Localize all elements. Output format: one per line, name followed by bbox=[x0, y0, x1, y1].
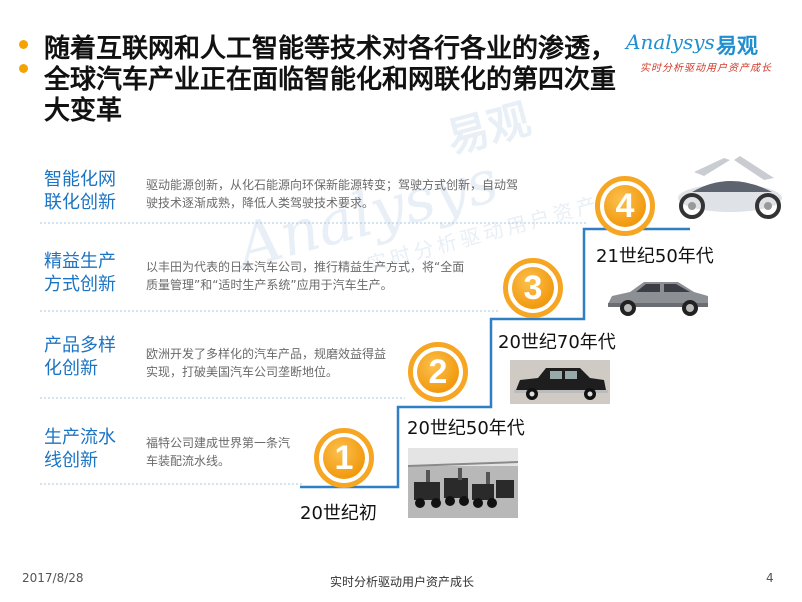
logo-slogan: 实时分析驱动用户资产成长 bbox=[640, 63, 772, 74]
sedan-car-photo bbox=[608, 282, 708, 316]
step-4-circle: 4 bbox=[595, 176, 655, 236]
era-label-3: 20世纪70年代 bbox=[498, 332, 616, 353]
era-label-1: 20世纪初 bbox=[300, 503, 377, 524]
logo-brand: Analysys bbox=[626, 30, 715, 54]
era-label-2: 20世纪50年代 bbox=[407, 418, 525, 439]
title-bullet-icon bbox=[19, 64, 28, 73]
vintage-car-photo bbox=[510, 360, 610, 404]
description-product-diversity: 欧洲开发了多样化的汽车产品，规磨效益得益实现，打破美国汽车公司垄断地位。 bbox=[146, 347, 387, 379]
step-2-number: 2 bbox=[417, 351, 459, 393]
analysys-logo: Analysys 易观 实时分析驱动用户资产成长 bbox=[626, 30, 776, 75]
page-number: 4 bbox=[766, 571, 774, 585]
staircase-line bbox=[300, 227, 690, 489]
title-bullet-icon bbox=[19, 40, 28, 49]
step-1-number: 1 bbox=[323, 437, 365, 479]
logo-brand-cn: 易观 bbox=[716, 34, 758, 58]
step-3-circle: 3 bbox=[503, 258, 563, 318]
era-label-4: 21世纪50年代 bbox=[596, 246, 714, 267]
category-intelligent-connected: 智能化网联化创新 bbox=[44, 169, 116, 213]
footer-slogan: 实时分析驱动用户资产成长 bbox=[330, 575, 475, 589]
slide-title: 随着互联网和人工智能等技术对各行各业的渗透，全球汽车产业正在面临智能化和网联化的… bbox=[44, 34, 617, 126]
concept-car-photo bbox=[678, 156, 782, 219]
step-3-number: 3 bbox=[512, 267, 554, 309]
category-assembly-line: 生产流水线创新 bbox=[44, 427, 116, 471]
category-product-diversity: 产品多样化创新 bbox=[44, 335, 116, 379]
step-1-circle: 1 bbox=[314, 428, 374, 488]
step-4-number: 4 bbox=[604, 185, 646, 227]
step-2-circle: 2 bbox=[408, 342, 468, 402]
description-lean-production: 以丰田为代表的日本汽车公司，推行精益生产方式，将“全面质量管理”和“适时生产系统… bbox=[146, 260, 465, 292]
category-lean-production: 精益生产方式创新 bbox=[44, 251, 116, 295]
description-assembly-line: 福特公司建成世界第一条汽车装配流水线。 bbox=[146, 436, 291, 468]
assembly-line-photo bbox=[408, 448, 518, 518]
description-intelligent-connected: 驱动能源创新，从化石能源向环保新能源转变；驾驶方式创新，自动驾驶技术逐渐成熟，降… bbox=[146, 178, 519, 210]
footer-date: 2017/8/28 bbox=[22, 571, 84, 585]
